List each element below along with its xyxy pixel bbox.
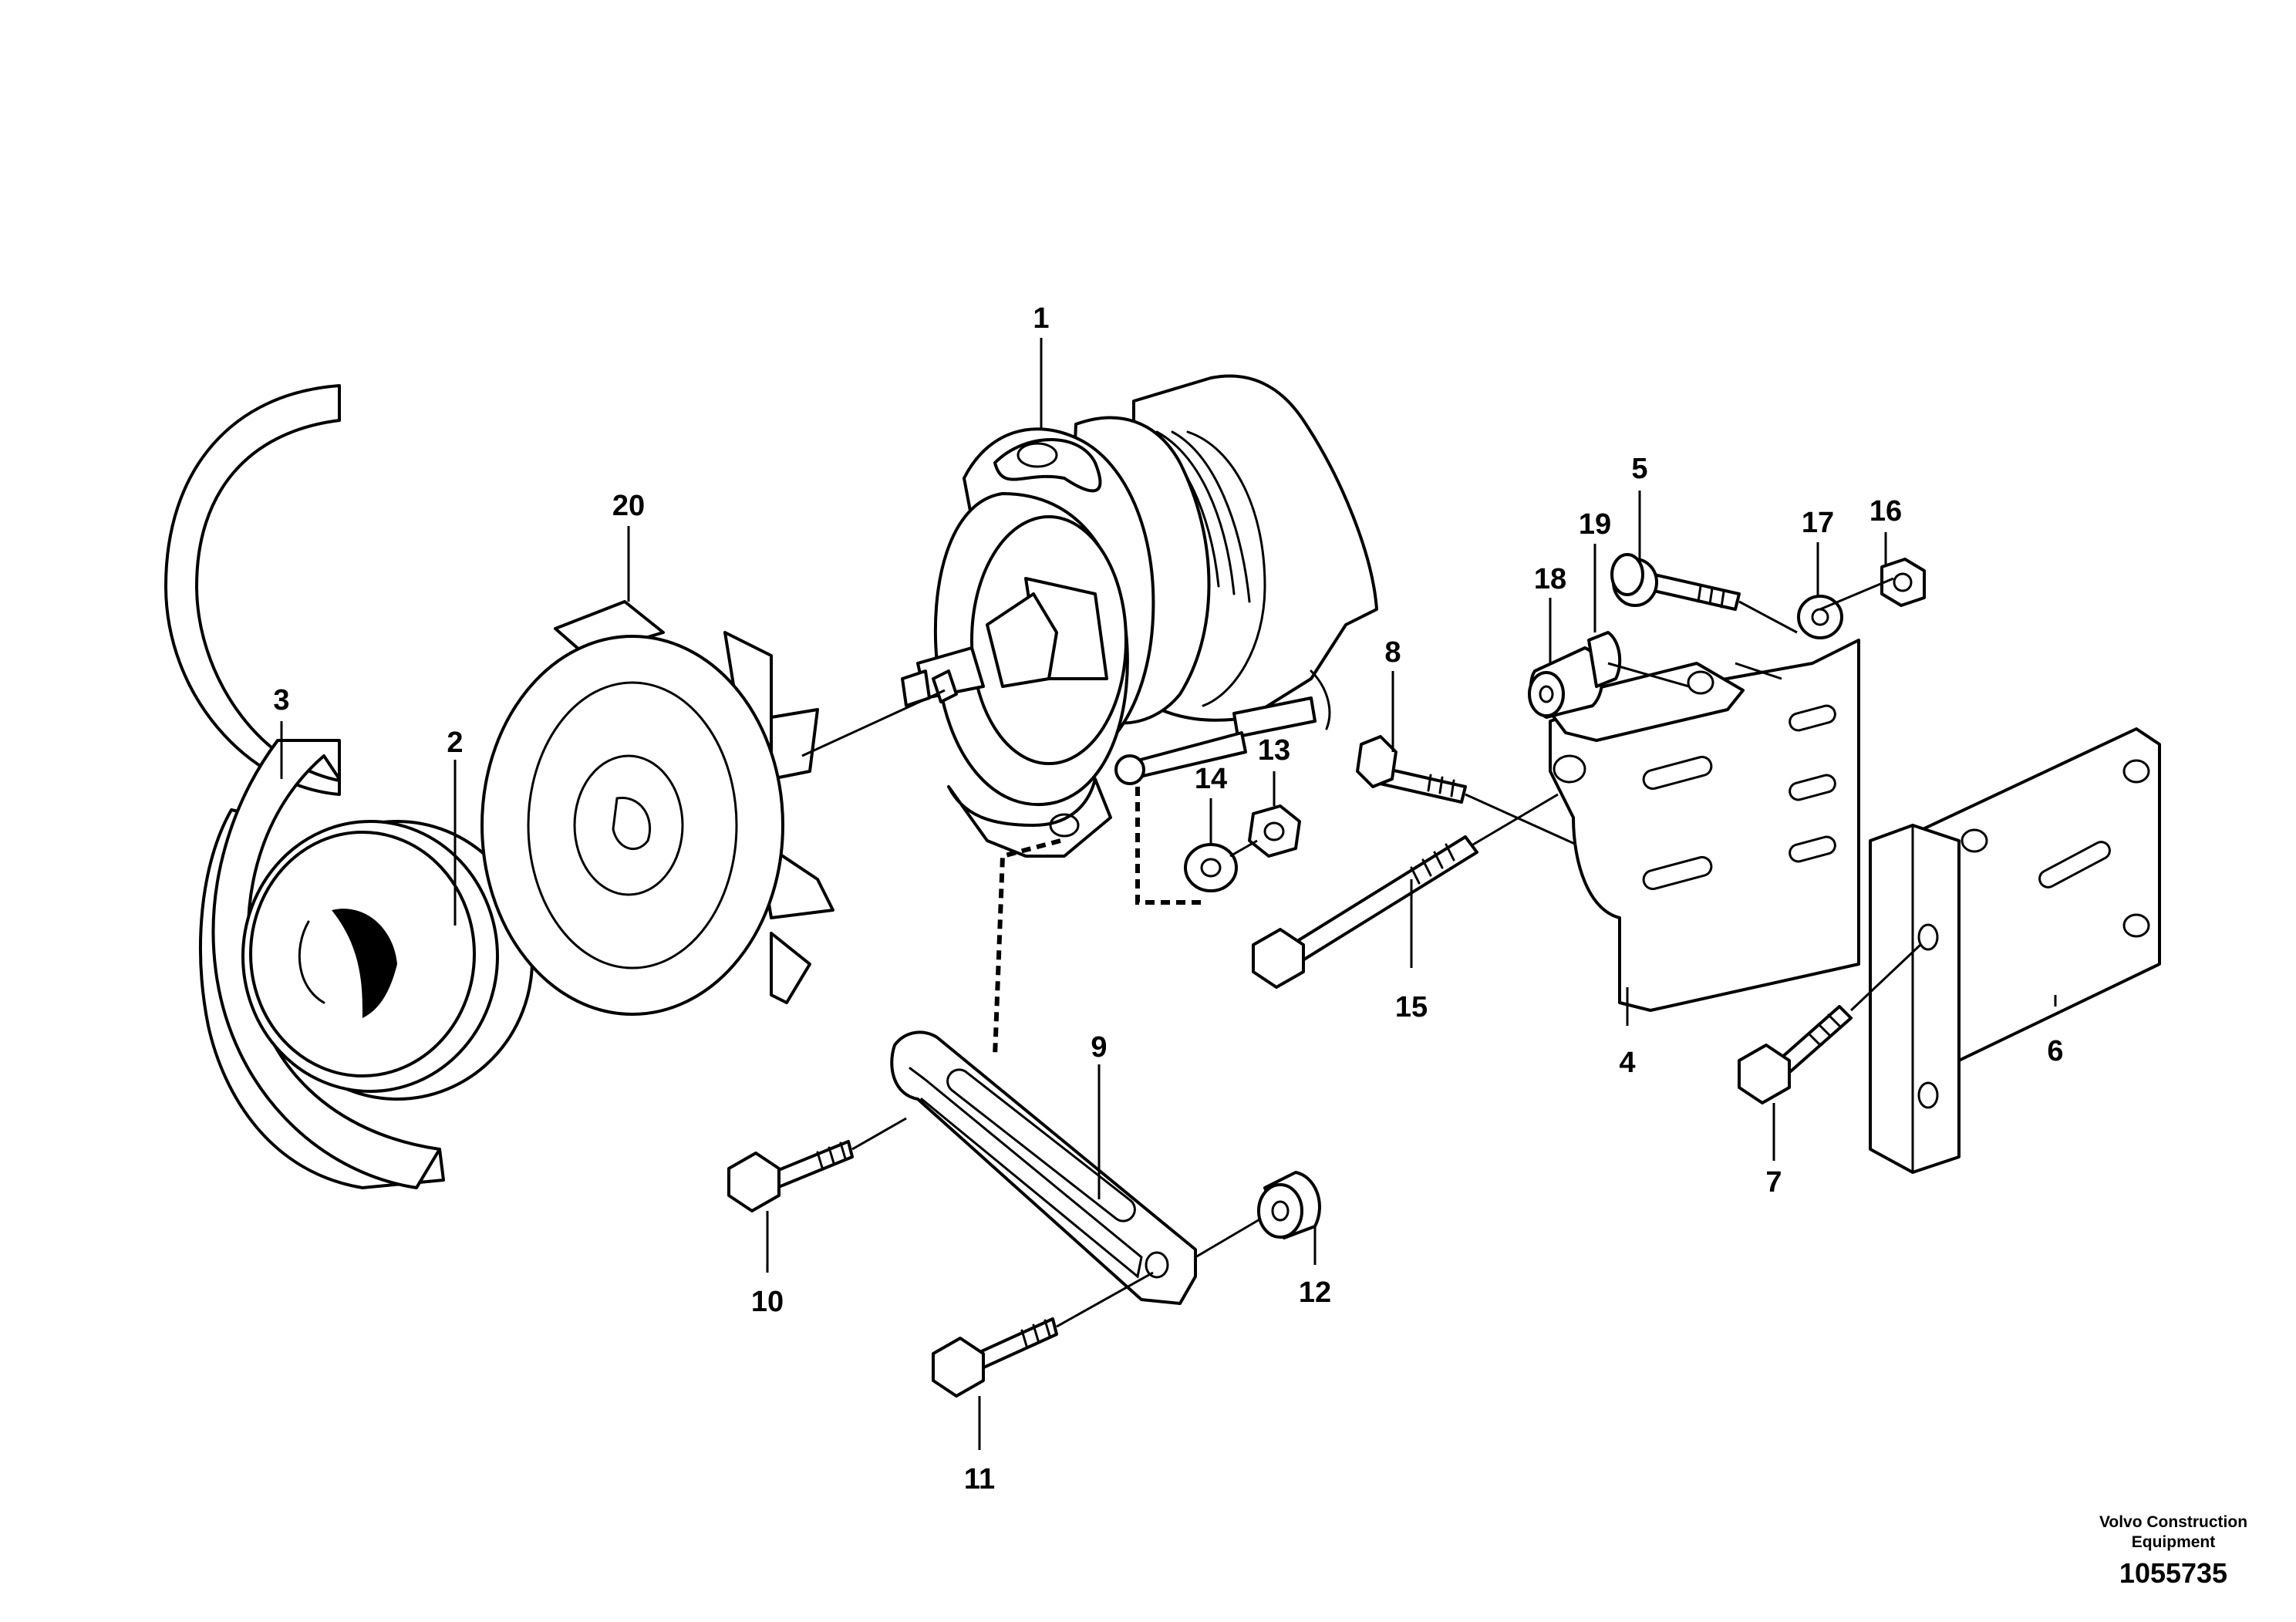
callout-14: 14 [1195,763,1227,795]
callout-5: 5 [1631,453,1647,485]
part-13-nut [1248,804,1301,858]
callout-10: 10 [751,1286,784,1318]
part-3-ring [211,739,441,1189]
callout-11: 11 [964,1463,995,1496]
part-14-washer [1184,843,1238,892]
publisher-line-1: Volvo Construction [2099,1513,2247,1531]
callout-15: 15 [1395,991,1428,1023]
callout-leaders [280,338,2057,1450]
part-8-bolt [1356,735,1467,804]
figure-number: 1055735 [2119,1557,2227,1589]
part-15-long-bolt [1252,835,1478,989]
part-6-plate [1869,727,2161,1174]
callout-18: 18 [1534,563,1566,595]
callout-4: 4 [1619,1047,1635,1079]
callout-2: 2 [447,727,463,759]
part-2-pulley [241,820,534,1101]
part-10-bolt [727,1140,854,1212]
callout-20: 20 [612,490,645,522]
publisher-line-2: Equipment [2132,1533,2216,1551]
callout-12: 12 [1299,1276,1331,1309]
callout-19: 19 [1579,508,1611,541]
part-7-bolt [1738,1005,1853,1104]
callout-13: 13 [1258,734,1290,767]
part-9-slotted-strap [890,1030,1197,1305]
callout-3: 3 [273,684,289,717]
part-11-bolt [932,1317,1058,1398]
part-20-fan [480,600,834,1016]
part-5-bolt [1610,553,1741,611]
part-1-alternator [901,374,1378,858]
callout-9: 9 [1091,1031,1107,1064]
part-16-nut [1880,558,1926,607]
part-4-bracket [1541,639,1860,1012]
part-12-bushing [1257,1171,1321,1239]
callout-1: 1 [1033,302,1049,335]
callout-labels: 1 2 3 4 5 6 7 8 9 10 11 12 13 14 15 16 1… [273,302,2063,1496]
callout-6: 6 [2047,1035,2063,1067]
callout-16: 16 [1870,495,1902,528]
part-19-bushing [1587,631,1622,688]
callout-7: 7 [1765,1166,1782,1199]
callout-17: 17 [1802,507,1834,539]
callout-8: 8 [1384,636,1401,669]
figure-footer: Volvo Construction Equipment 1055735 [2099,1513,2247,1589]
